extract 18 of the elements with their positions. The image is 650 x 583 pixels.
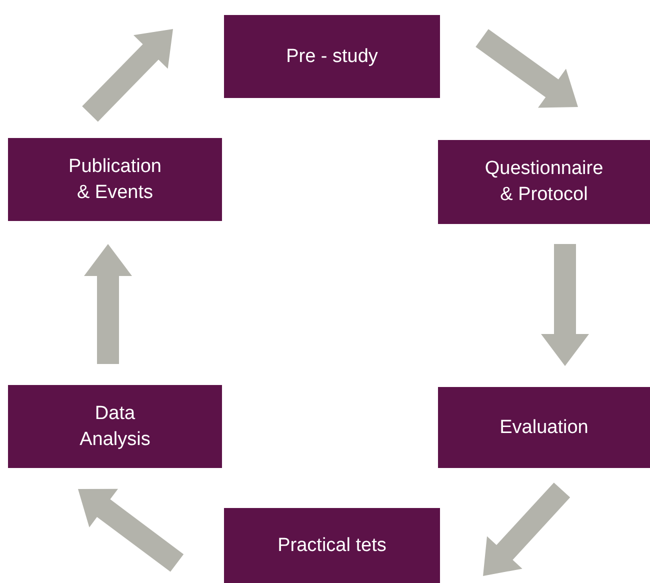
step-label: Data Analysis bbox=[80, 402, 150, 452]
block-arrow bbox=[78, 488, 184, 572]
process-box bbox=[8, 385, 222, 468]
step-label: Pre - study bbox=[286, 44, 378, 68]
process-box bbox=[8, 138, 222, 221]
process-box bbox=[224, 15, 440, 98]
step-label: Publication & Events bbox=[68, 154, 162, 204]
process-box bbox=[438, 140, 650, 224]
step-label: Questionnaire & Protocol bbox=[484, 157, 604, 207]
process-box bbox=[224, 508, 440, 583]
block-arrow bbox=[82, 29, 173, 122]
step-label: Practical tets bbox=[278, 534, 386, 558]
block-arrow bbox=[483, 482, 570, 576]
block-arrow bbox=[84, 244, 132, 364]
process-box bbox=[438, 387, 650, 468]
block-arrow bbox=[541, 244, 589, 366]
block-arrow bbox=[476, 29, 578, 108]
step-label: Evaluation bbox=[500, 416, 588, 440]
